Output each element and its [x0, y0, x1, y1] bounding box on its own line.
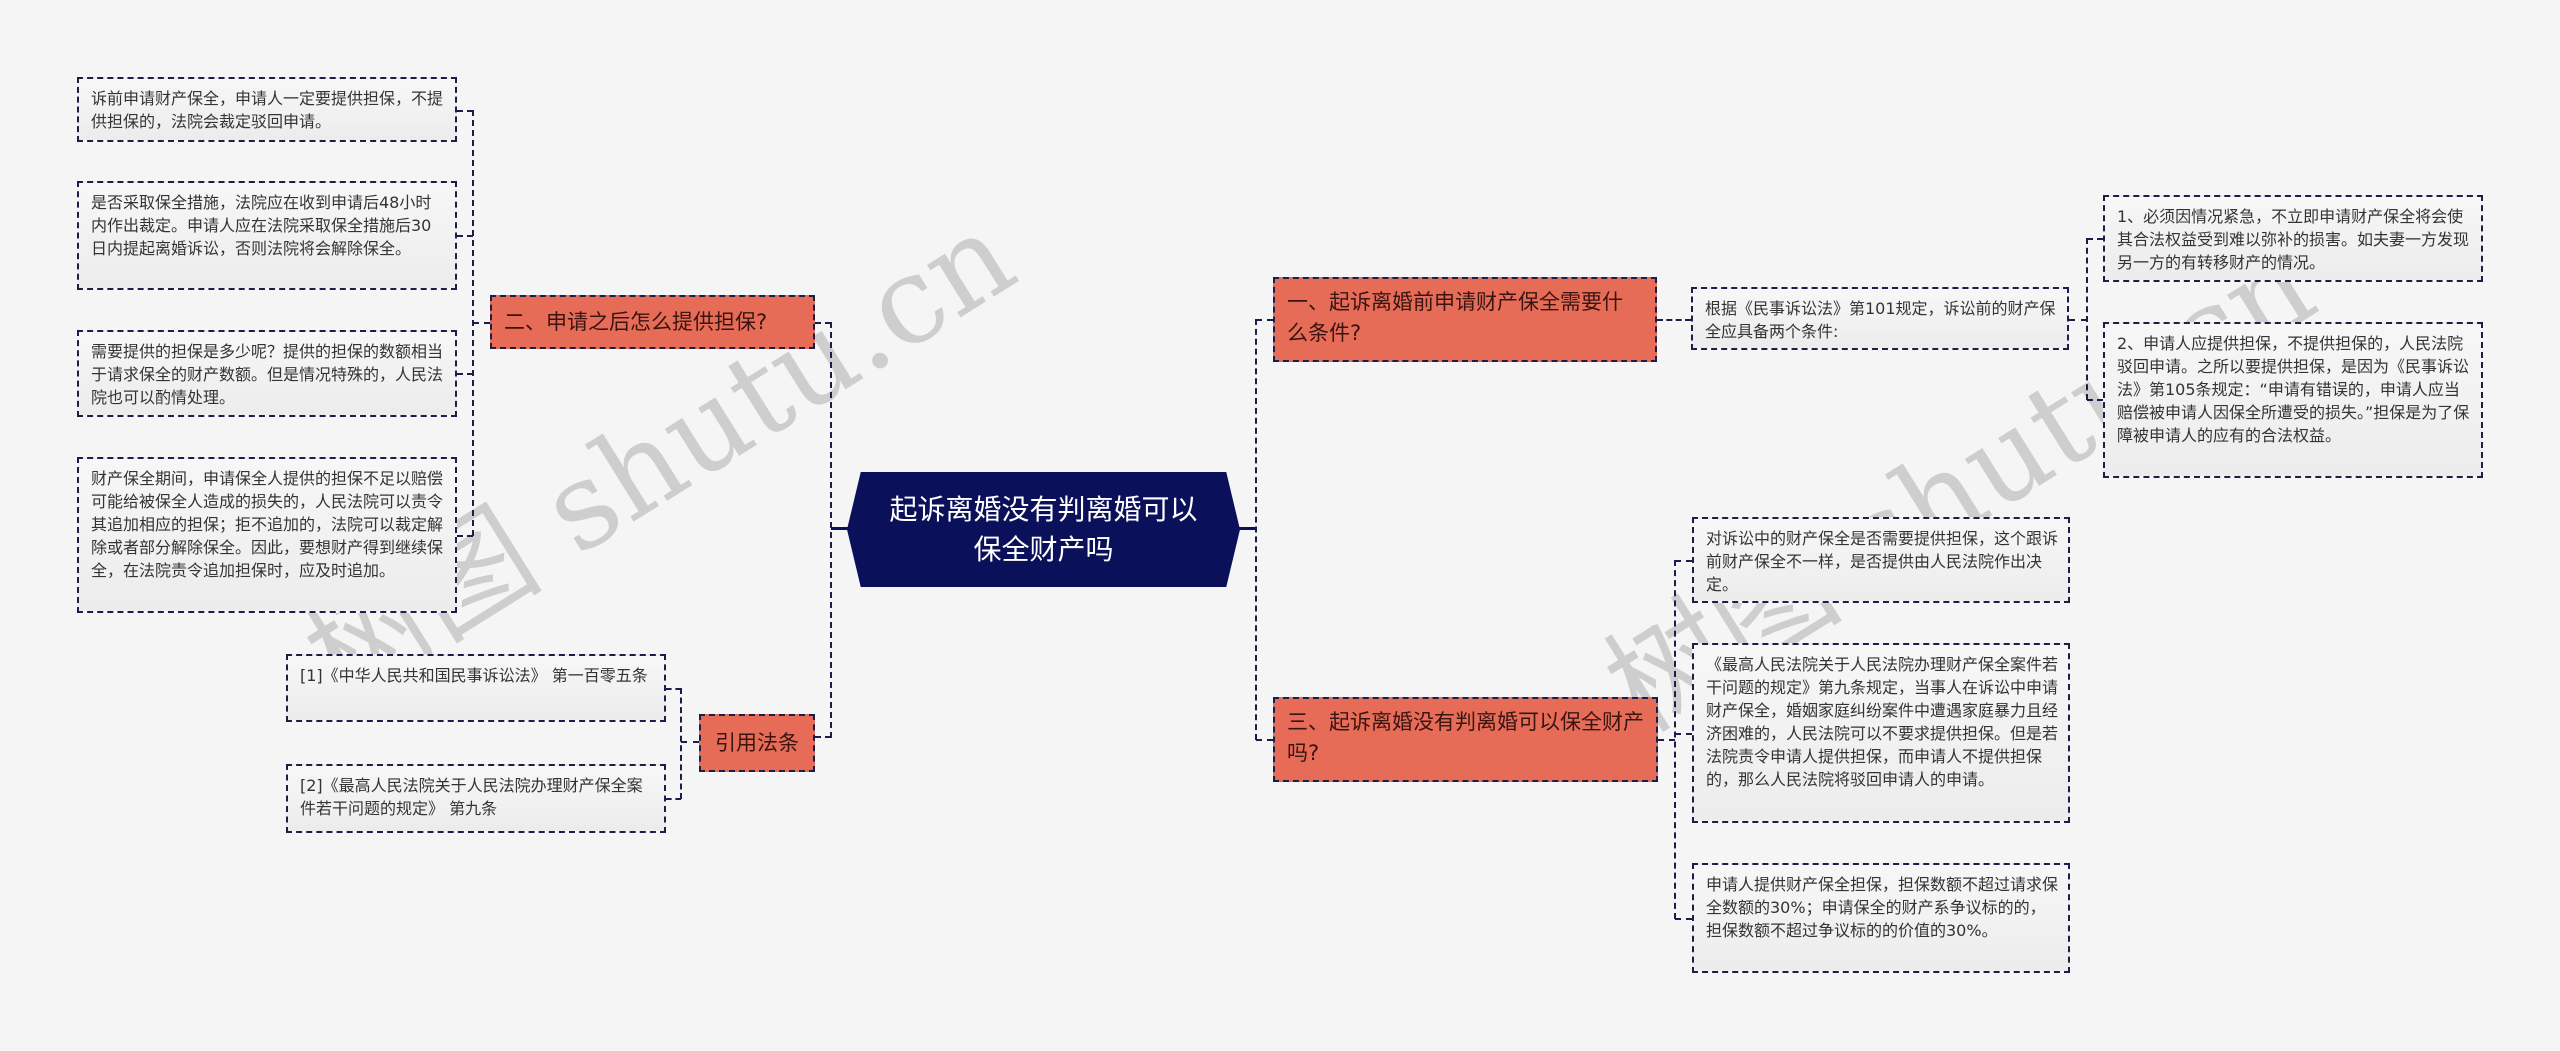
branch-1-label: 一、起诉离婚前申请财产保全需要什么条件? — [1287, 290, 1623, 345]
leaf-text: 申请人提供财产保全担保，担保数额不超过请求保全数额的30%；申请保全的财产系争议… — [1706, 875, 2059, 940]
connector-ref-c1 — [666, 688, 681, 690]
leaf-b2-3[interactable]: 需要提供的担保是多少呢？提供的担保的数额相当于请求保全的财产数额。但是情况特殊的… — [77, 330, 457, 417]
connector-b3-c1 — [1675, 560, 1692, 562]
branch-node-2[interactable]: 二、申请之后怎么提供担保? — [490, 295, 815, 349]
reference-text: [1]《中华人民共和国民事诉讼法》 第一百零五条 — [300, 666, 648, 685]
connector-right-trunk — [1255, 319, 1257, 740]
root-title: 起诉离婚没有判离婚可以保全财产吗 — [889, 492, 1198, 566]
leaf-text: 财产保全期间，申请保全人提供的担保不足以赔偿可能给被保全人造成的损失的，人民法院… — [91, 469, 444, 580]
leaf-text: 《最高人民法院关于人民法院办理财产保全案件若干问题的规定》第九条规定，当事人在诉… — [1706, 655, 2059, 789]
reference-text: [2]《最高人民法院关于人民法院办理财产保全案件若干问题的规定》 第九条 — [300, 776, 643, 818]
reference-1[interactable]: [1]《中华人民共和国民事诉讼法》 第一百零五条 — [286, 654, 666, 722]
leaf-b2-4[interactable]: 财产保全期间，申请保全人提供的担保不足以赔偿可能给被保全人造成的损失的，人民法院… — [77, 457, 457, 613]
references-node[interactable]: 引用法条 — [699, 714, 815, 772]
connector-b1-child — [1657, 319, 1691, 321]
connector-b2-c3 — [457, 373, 473, 375]
leaf-text: 2、申请人应提供担保，不提供担保的，人民法院驳回申请。之所以要提供担保，是因为《… — [2117, 334, 2470, 445]
leaf-text: 需要提供的担保是多少呢？提供的担保的数额相当于请求保全的财产数额。但是情况特殊的… — [91, 342, 444, 407]
root-node[interactable]: 起诉离婚没有判离婚可以保全财产吗 — [847, 472, 1240, 587]
leaf-b3-2[interactable]: 《最高人民法院关于人民法院办理财产保全案件若干问题的规定》第九条规定，当事人在诉… — [1692, 643, 2070, 823]
leaf-text: 诉前申请财产保全，申请人一定要提供担保，不提供担保的，法院会裁定驳回申请。 — [91, 89, 444, 131]
connector-b1-grand-trunk — [2086, 238, 2088, 400]
leaf-text: 根据《民事诉讼法》第101规定，诉讼前的财产保全应具备两个条件: — [1705, 299, 2056, 341]
reference-2[interactable]: [2]《最高人民法院关于人民法院办理财产保全案件若干问题的规定》 第九条 — [286, 764, 666, 833]
branch-node-3[interactable]: 三、起诉离婚没有判离婚可以保全财产吗? — [1273, 697, 1658, 782]
connector-root-left — [831, 527, 849, 530]
connector-left-trunk — [830, 322, 832, 738]
connector-b3-trunk — [1674, 560, 1676, 919]
connector-branch-2-trunk — [472, 110, 474, 536]
connector-b3-right — [1658, 739, 1675, 741]
leaf-b1-g1[interactable]: 1、必须因情况紧急，不立即申请财产保全将会使其合法权益受到难以弥补的损害。如夫妻… — [2103, 195, 2483, 282]
connector-b3-c2 — [1675, 733, 1692, 735]
connector-branch-2-left — [473, 322, 490, 324]
branch-3-label: 三、起诉离婚没有判离婚可以保全财产吗? — [1287, 710, 1644, 765]
connector-b1-child-right — [2069, 319, 2087, 321]
leaf-b3-3[interactable]: 申请人提供财产保全担保，担保数额不超过请求保全数额的30%；申请保全的财产系争议… — [1692, 863, 2070, 973]
leaf-text: 对诉讼中的财产保全是否需要提供担保，这个跟诉前财产保全不一样，是否提供由人民法院… — [1706, 529, 2059, 594]
connector-b2-c1 — [457, 110, 473, 112]
connector-to-branch-1 — [1256, 319, 1273, 321]
connector-ref-c2 — [666, 798, 681, 800]
connector-b1-g2 — [2087, 399, 2103, 401]
leaf-text: 1、必须因情况紧急，不立即申请财产保全将会使其合法权益受到难以弥补的损害。如夫妻… — [2117, 207, 2470, 272]
connector-ref-trunk — [680, 688, 682, 799]
connector-ref-left — [681, 741, 699, 743]
connector-to-branch-2 — [815, 322, 831, 324]
connector-b1-g1 — [2087, 238, 2103, 240]
connector-root-right — [1239, 527, 1257, 530]
connector-to-branch-3 — [1256, 739, 1273, 741]
leaf-b1-g2[interactable]: 2、申请人应提供担保，不提供担保的，人民法院驳回申请。之所以要提供担保，是因为《… — [2103, 322, 2483, 478]
branch-2-label: 二、申请之后怎么提供担保? — [504, 309, 768, 334]
leaf-b2-2[interactable]: 是否采取保全措施，法院应在收到申请后48小时内作出裁定。申请人应在法院采取保全措… — [77, 181, 457, 290]
connector-b2-c2 — [457, 235, 473, 237]
leaf-b2-1[interactable]: 诉前申请财产保全，申请人一定要提供担保，不提供担保的，法院会裁定驳回申请。 — [77, 77, 457, 142]
connector-to-references — [815, 736, 831, 738]
branch-node-1[interactable]: 一、起诉离婚前申请财产保全需要什么条件? — [1273, 277, 1657, 362]
leaf-b1-child[interactable]: 根据《民事诉讼法》第101规定，诉讼前的财产保全应具备两个条件: — [1691, 287, 2069, 350]
leaf-b3-1[interactable]: 对诉讼中的财产保全是否需要提供担保，这个跟诉前财产保全不一样，是否提供由人民法院… — [1692, 517, 2070, 603]
connector-b3-c3 — [1675, 918, 1692, 920]
connector-b2-c4 — [457, 535, 473, 537]
leaf-text: 是否采取保全措施，法院应在收到申请后48小时内作出裁定。申请人应在法院采取保全措… — [91, 193, 432, 258]
references-label: 引用法条 — [715, 730, 799, 755]
